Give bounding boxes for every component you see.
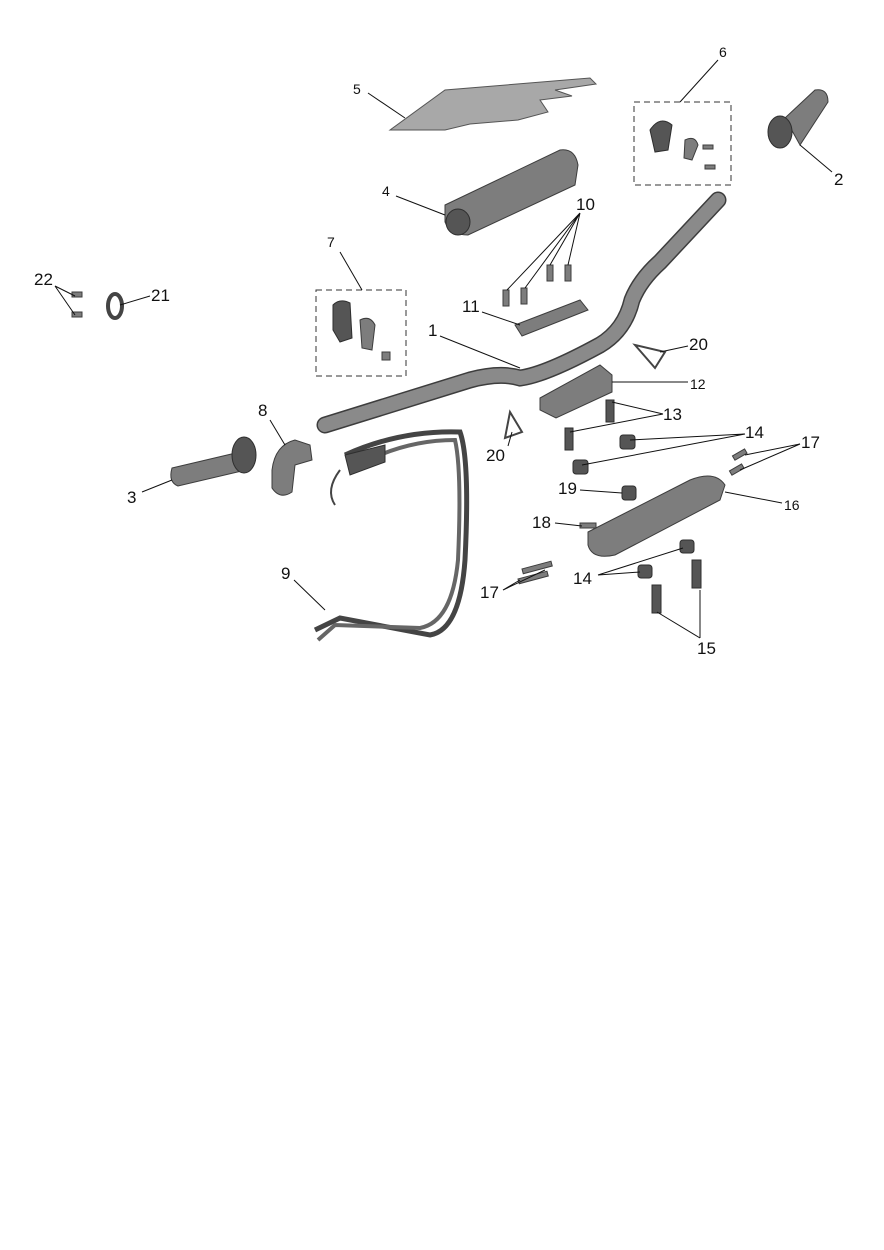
part-17-bolt [521, 560, 553, 575]
callout-9: 9 [281, 564, 290, 583]
callout-20: 20 [689, 335, 708, 354]
part-5-cover [388, 77, 598, 131]
part-1-handlebar [316, 191, 727, 434]
part-22-screw [71, 291, 83, 298]
callout-17: 17 [480, 583, 499, 602]
callout-12: 12 [690, 376, 706, 392]
callout-6: 6 [719, 44, 727, 60]
callout-22: 22 [34, 270, 53, 289]
part-2-grip-right [767, 89, 829, 149]
callout-11: 11 [462, 297, 480, 316]
part-14-rubber [572, 459, 589, 475]
callout-10: 10 [576, 195, 595, 214]
part-14-rubber [619, 434, 636, 450]
part-4-bar-pad [444, 149, 579, 236]
group-6-box [633, 101, 732, 186]
part-13-bolt [605, 399, 615, 423]
part-17-bolt [731, 448, 748, 461]
part-7-switch [332, 300, 391, 361]
part-21-ring [106, 292, 124, 320]
callout-14: 14 [573, 569, 592, 588]
part-3-grip-left [170, 436, 257, 487]
part-17-bolt [728, 463, 745, 476]
part-11-clamp-top [514, 299, 589, 337]
group-7-box [315, 289, 407, 377]
callout-8: 8 [258, 401, 267, 420]
callout-20: 20 [486, 446, 505, 465]
part-15-bolt [691, 559, 702, 589]
callout-14: 14 [745, 423, 764, 442]
part-20-clip [503, 409, 524, 440]
part-19-nut [621, 485, 637, 501]
part-14-rubber [637, 564, 653, 579]
callout-15: 15 [697, 639, 716, 658]
part-17-bolt [517, 570, 549, 585]
callout-21: 21 [151, 286, 170, 305]
callout-2: 2 [834, 170, 843, 189]
part-8-throttle-housing [271, 439, 313, 496]
leader-lines [54, 59, 833, 639]
part-18-screw [579, 522, 597, 529]
part-20-clip [632, 343, 667, 370]
part-15-bolt [651, 584, 662, 614]
callout-13: 13 [663, 405, 682, 424]
callout-1: 1 [428, 321, 437, 340]
callout-7: 7 [327, 234, 335, 250]
part-12-clamp-base [539, 364, 613, 419]
part-22-screw [71, 311, 83, 318]
part-9-throttle-cables [313, 429, 470, 642]
callout-19: 19 [558, 479, 577, 498]
callout-18: 18 [532, 513, 551, 532]
part-16-triple-clamp [587, 475, 726, 557]
part-6-switch [649, 120, 716, 170]
callout-5: 5 [353, 81, 361, 97]
callout-4: 4 [382, 183, 390, 199]
callout-3: 3 [127, 488, 136, 507]
callout-16: 16 [784, 497, 800, 513]
part-13-bolt [564, 427, 574, 451]
part-14-rubber [679, 539, 695, 554]
callout-17: 17 [801, 433, 820, 452]
